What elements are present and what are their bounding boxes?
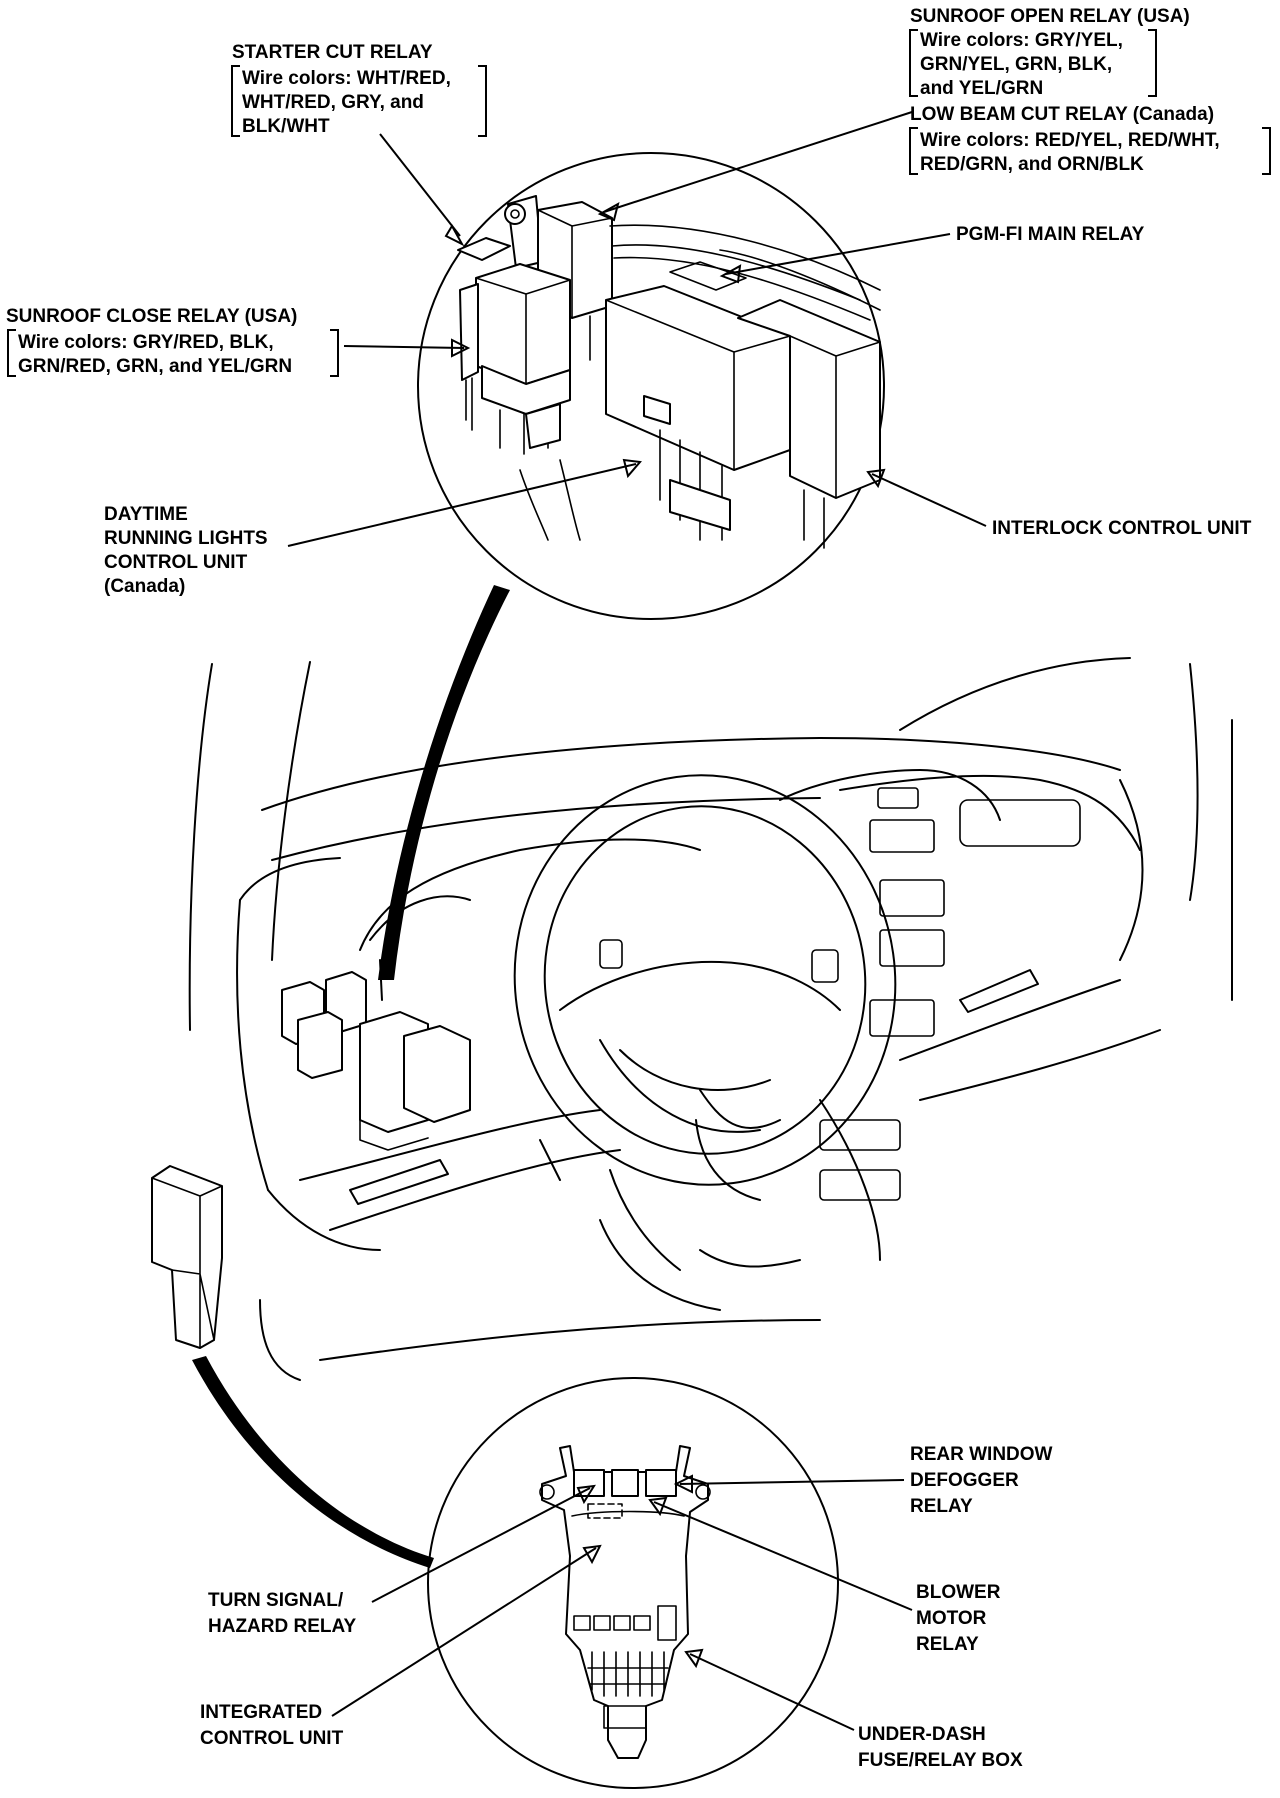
daytime-running-lights-label-1: DAYTIME (104, 504, 188, 525)
sunroof-open-relay-label: SUNROOF OPEN RELAY (USA) (910, 6, 1190, 27)
interlock-unit-shape (737, 299, 881, 549)
blower-motor-relay-label-1: BLOWER (916, 1582, 1001, 1603)
integrated-control-unit-label-2: CONTROL UNIT (200, 1728, 344, 1749)
integrated-control-unit-label-1: INTEGRATED (200, 1702, 322, 1723)
starter-cut-relay-wire-1: Wire colors: WHT/RED, (242, 68, 451, 89)
starter-cut-relay-wire-3: BLK/WHT (242, 116, 330, 137)
sunroof-close-relay-label: SUNROOF CLOSE RELAY (USA) (6, 306, 297, 327)
turn-signal-relay-label-2: HAZARD RELAY (208, 1616, 356, 1637)
low-beam-cut-relay-wire-2: RED/GRN, and ORN/BLK (920, 154, 1144, 175)
turn-signal-relay-label-1: TURN SIGNAL/ (208, 1590, 344, 1611)
rear-window-defogger-label-1: REAR WINDOW (910, 1444, 1053, 1465)
fuse-relay-box-label-2: FUSE/RELAY BOX (858, 1750, 1023, 1771)
callout-labels: STARTER CUT RELAY Wire colors: WHT/RED, … (6, 6, 1252, 1771)
low-beam-cut-relay-label: LOW BEAM CUT RELAY (Canada) (910, 104, 1214, 125)
blower-motor-relay-label-3: RELAY (916, 1634, 979, 1655)
callout-connectors (192, 585, 510, 1568)
sunroof-open-relay-wire-1: Wire colors: GRY/YEL, (920, 30, 1123, 51)
sunroof-open-relay-wire-2: GRN/YEL, GRN, BLK, (920, 54, 1112, 75)
fuse-relay-box-label-1: UNDER-DASH (858, 1724, 986, 1745)
daytime-running-lights-label-2: RUNNING LIGHTS (104, 528, 268, 549)
fuse-box-cover (151, 1165, 223, 1349)
sunroof-close-relay-shape (459, 283, 479, 431)
upper-detail-circle (417, 152, 885, 620)
sunroof-close-relay-wire-1: Wire colors: GRY/RED, BLK, (18, 332, 274, 353)
daytime-running-lights-label-3: CONTROL UNIT (104, 552, 248, 573)
lower-detail-circle (427, 1377, 839, 1789)
sunroof-close-relay-wire-2: GRN/RED, GRN, and YEL/GRN (18, 356, 292, 377)
pgm-fi-main-relay-label: PGM-FI MAIN RELAY (956, 224, 1145, 245)
sunroof-open-relay-wire-3: and YEL/GRN (920, 78, 1043, 99)
rear-window-defogger-label-2: DEFOGGER (910, 1470, 1019, 1491)
passenger-dash (839, 774, 1161, 1101)
starter-cut-relay-shape (475, 263, 571, 455)
rear-window-defogger-label-3: RELAY (910, 1496, 973, 1517)
fuse-relay-box-shape (539, 1445, 711, 1759)
center-console (779, 769, 1001, 1261)
starter-cut-relay-label: STARTER CUT RELAY (232, 42, 433, 63)
dashboard-drawing (151, 657, 1233, 1381)
relay-bracket (457, 195, 543, 269)
dash-relay-cluster (281, 971, 471, 1151)
upper-detail-view (417, 152, 885, 620)
blower-motor-relay-label-2: MOTOR (916, 1608, 987, 1629)
interlock-control-unit-label: INTERLOCK CONTROL UNIT (992, 518, 1252, 539)
starter-cut-relay-wire-2: WHT/RED, GRY, and (242, 92, 424, 113)
lower-detail-view (427, 1377, 839, 1789)
wire-color-brackets (7, 29, 1271, 377)
leader-lines (287, 111, 987, 1731)
low-beam-cut-relay-wire-1: Wire colors: RED/YEL, RED/WHT, (920, 130, 1220, 151)
daytime-running-lights-label-4: (Canada) (104, 576, 185, 597)
steering-wheel (513, 774, 897, 1201)
